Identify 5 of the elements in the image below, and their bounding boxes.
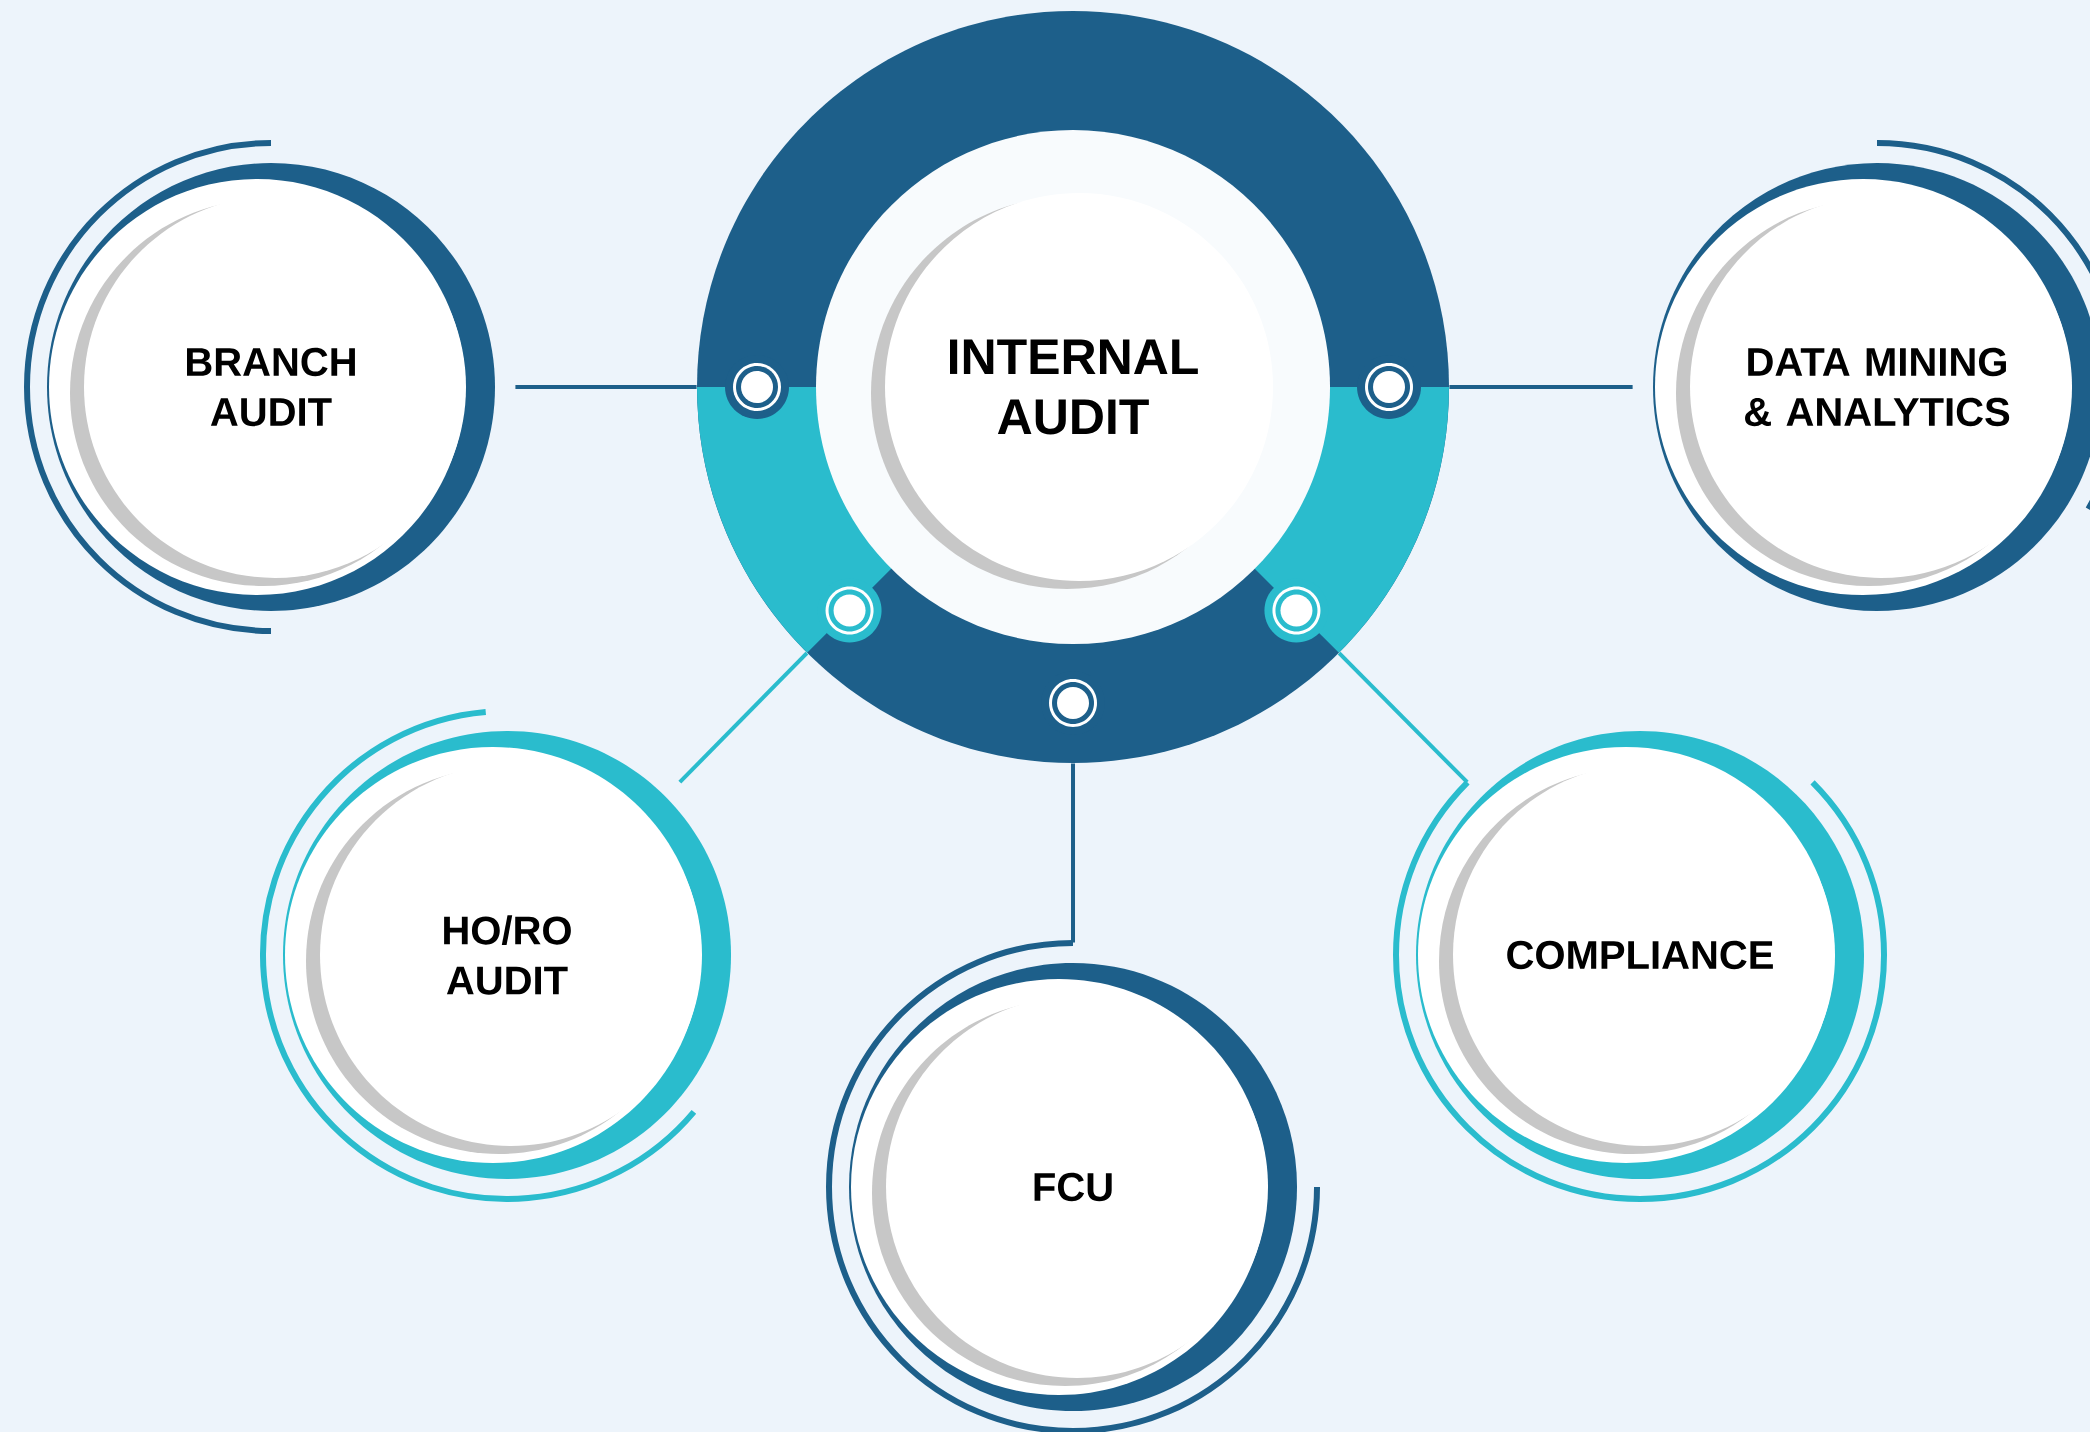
connector-line [1449, 385, 1633, 389]
connector-line [678, 651, 809, 784]
connector-line [1337, 651, 1469, 784]
connector-line [1071, 763, 1075, 943]
connector-line [515, 385, 697, 389]
